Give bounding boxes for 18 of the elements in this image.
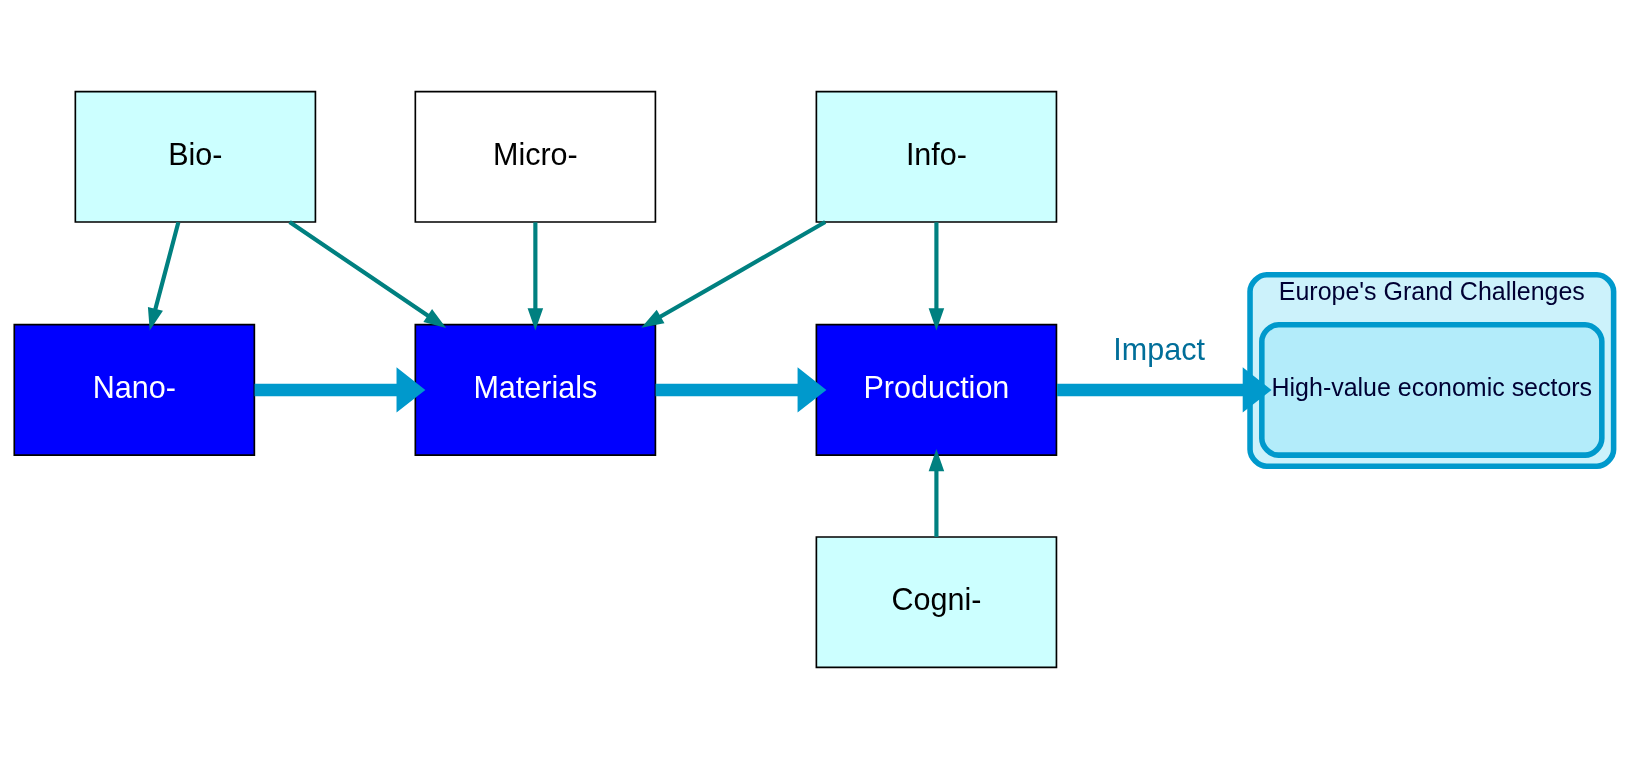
arrow — [1057, 366, 1272, 413]
arrow — [655, 366, 827, 413]
arrow — [527, 221, 544, 331]
arrow — [288, 219, 447, 328]
node-box: Micro- — [414, 90, 657, 223]
arrow — [928, 221, 945, 331]
node-box: Nano- — [13, 323, 256, 456]
arrow — [641, 219, 827, 328]
node-box: Production — [815, 323, 1058, 456]
node-box: Materials — [414, 323, 657, 456]
node-box: Cogni- — [815, 535, 1058, 668]
edge-label: Impact — [1113, 331, 1205, 366]
node-box: Bio- — [74, 90, 317, 223]
arrow — [254, 366, 426, 413]
node-box: High-value economic sectors — [1259, 321, 1605, 458]
node-box: Info- — [815, 90, 1058, 223]
arrow — [928, 448, 945, 537]
arrow — [147, 221, 181, 330]
